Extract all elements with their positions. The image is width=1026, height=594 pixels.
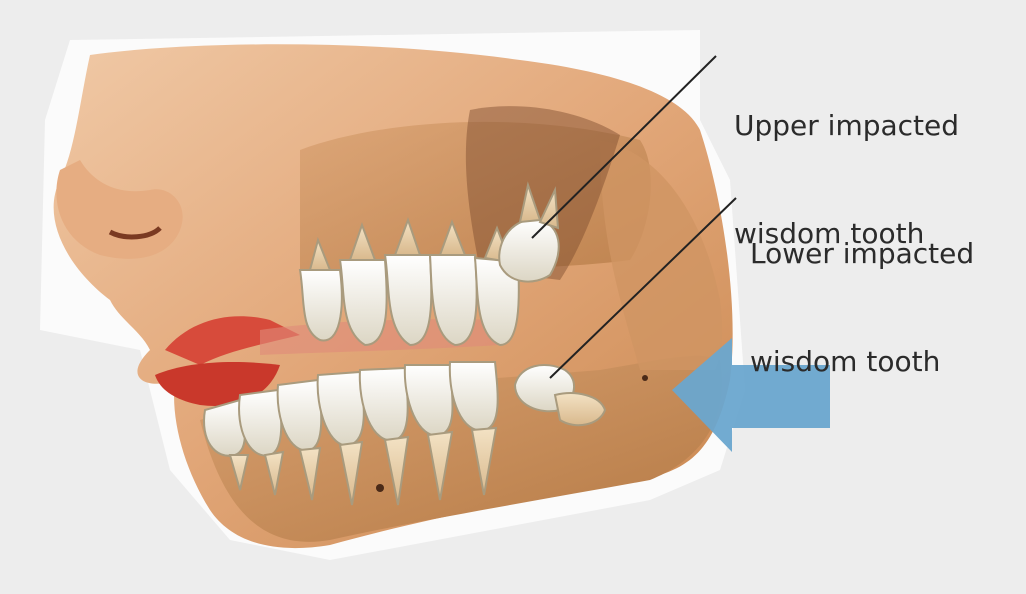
upper-roots [308, 217, 512, 271]
nostril [108, 226, 162, 240]
lower-label-line1: Lower impacted [750, 237, 975, 270]
lower-label-line2: wisdom tooth [750, 345, 941, 378]
upper-wisdom-tooth-label: Upper impacted wisdom tooth [734, 36, 959, 324]
lower-wisdom-tooth-label: Lower impacted wisdom tooth [750, 164, 974, 452]
upper-label-line2: wisdom tooth [734, 217, 925, 250]
lower-pointer-line [549, 197, 737, 379]
upper-pointer-line [531, 55, 717, 239]
lower-wisdom-tooth [513, 364, 607, 427]
foramen-dot [376, 484, 384, 492]
ramus-dot [642, 375, 648, 381]
jaw-ramus [600, 140, 723, 370]
upper-wisdom-tooth [498, 181, 560, 283]
upper-teeth [298, 254, 520, 347]
blue-arrow [672, 338, 830, 452]
upper-lip [165, 316, 300, 365]
upper-label-line1: Upper impacted [734, 109, 960, 142]
maxilla-bone [300, 121, 651, 281]
lower-roots [228, 426, 498, 506]
lower-teeth [203, 361, 499, 457]
